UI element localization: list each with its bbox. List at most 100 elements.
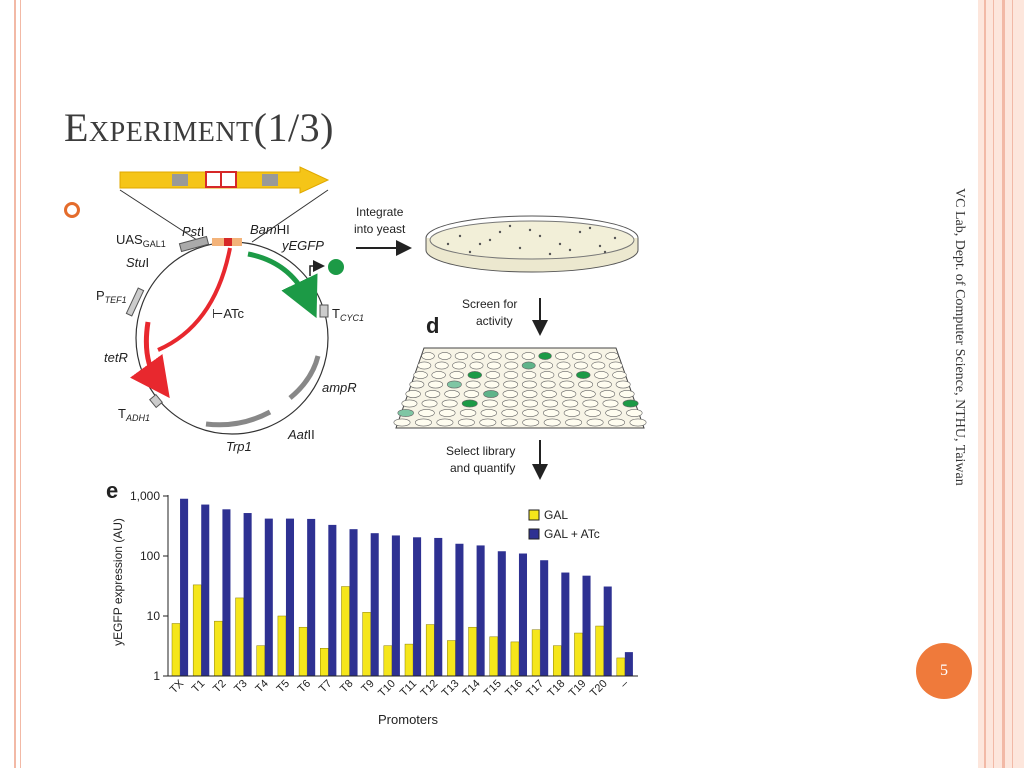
promoter-insert-diagram — [119, 166, 330, 243]
plate-well — [563, 409, 581, 417]
x-tick-label: T19 — [567, 678, 589, 700]
plate-well — [522, 409, 539, 417]
plate-well — [502, 399, 518, 408]
bar-gal — [447, 640, 456, 677]
svg-text:TADH1: TADH1 — [118, 406, 150, 423]
x-tick-label: T17 — [524, 678, 546, 700]
plate-well — [543, 418, 561, 427]
svg-text:UASGAL1: UASGAL1 — [116, 232, 166, 249]
label-aat: Aat — [287, 427, 309, 442]
plate-well — [417, 361, 432, 370]
plate-well — [502, 390, 518, 398]
y-tick-label: 1 — [153, 669, 160, 683]
plate-well — [626, 409, 643, 417]
plate-well — [573, 361, 588, 370]
plate-well — [463, 390, 480, 398]
petri-dish — [429, 220, 635, 260]
plate-well — [421, 352, 435, 360]
plate-well — [591, 361, 606, 370]
plate-well — [444, 390, 460, 398]
y-tick-label: 1,000 — [130, 489, 160, 503]
plate-well — [479, 418, 497, 427]
plate-well — [542, 399, 559, 408]
x-tick-label: TX — [168, 677, 187, 696]
plate-well — [588, 352, 602, 360]
integration-step: Integrate into yeast Screen for activity… — [354, 205, 639, 338]
bar-gal — [256, 645, 266, 677]
x-tick-label: T18 — [546, 678, 568, 700]
plate-well — [401, 399, 418, 408]
plate-well — [539, 371, 555, 379]
x-tick-label: T8 — [338, 678, 356, 696]
plate-well — [622, 399, 639, 408]
x-tick-label: T11 — [398, 678, 419, 699]
plate-well — [608, 361, 623, 370]
bar-gal-atc — [603, 586, 612, 676]
plate-well — [424, 390, 441, 398]
bar-gal — [320, 648, 329, 677]
label-tadh: T — [118, 406, 126, 421]
label-trp1: Trp1 — [226, 439, 252, 454]
bar-gal — [595, 625, 604, 677]
panel-d-label: d — [426, 313, 439, 338]
plate-well — [446, 380, 462, 389]
bar-gal — [489, 636, 499, 677]
bar-gal-atc — [540, 560, 549, 676]
bar-gal — [362, 612, 371, 677]
svg-text:PstI: PstI — [182, 224, 204, 239]
plate-well — [602, 399, 619, 408]
plate-well — [582, 399, 599, 408]
bar-gal-atc — [391, 535, 400, 676]
bar-gal-atc — [582, 575, 591, 676]
plate-well — [486, 361, 501, 370]
plate-well — [504, 361, 519, 370]
bar-gal-atc — [518, 553, 528, 676]
plate-well — [542, 409, 560, 417]
plate-well — [522, 399, 538, 408]
bar-gal — [510, 641, 520, 677]
label-bam: Bam — [250, 222, 277, 237]
bar-gal-atc — [264, 518, 273, 676]
plate-well — [612, 371, 627, 379]
bar-gal-atc — [307, 518, 316, 676]
plate-well — [438, 352, 452, 360]
x-tick-label: – — [618, 677, 631, 690]
bar-gal-atc — [476, 545, 485, 676]
x-tick-label: T5 — [275, 678, 293, 696]
plate-well — [501, 409, 518, 417]
bar-gal-atc — [497, 551, 506, 676]
plate-well — [578, 380, 594, 389]
plate-well — [584, 409, 601, 417]
plate-well — [434, 361, 449, 370]
bar-gal-atc — [413, 537, 422, 676]
right-band-line — [984, 0, 986, 768]
select-label-line2: and quantify — [450, 461, 515, 475]
bar-gal — [425, 624, 435, 677]
left-border-line-thin — [20, 0, 21, 768]
bar-gal-atc — [285, 518, 295, 676]
plate-well — [469, 361, 484, 370]
bar-chart: e yEGFP expression (AU) Promoters 110100… — [106, 478, 638, 727]
plate-well — [405, 390, 421, 398]
bar-gal-atc — [624, 652, 633, 676]
plasmid-diagram: UASGAL1 PstI BamHI yEGFP StuI PTEF1 ⊢ATc… — [96, 222, 364, 454]
plate-well — [559, 380, 575, 389]
plate-well — [594, 371, 609, 379]
chart-legend: GAL GAL + ATc — [528, 508, 600, 541]
x-axis-title: Promoters — [378, 712, 438, 727]
bar-gal — [341, 586, 350, 677]
bullet-icon — [64, 202, 80, 218]
plate-well — [485, 371, 501, 379]
x-tick-label: T9 — [359, 678, 377, 696]
svg-text:PTEF1: PTEF1 — [96, 288, 127, 305]
plate-well — [576, 371, 591, 379]
plate-well — [459, 409, 477, 417]
bar-gal — [298, 626, 308, 677]
plate-well — [480, 409, 498, 417]
x-tick-label: T13 — [440, 678, 462, 700]
slide-title: Experiment(1/3) — [64, 105, 334, 150]
plate-well — [467, 371, 482, 379]
bar-gal — [214, 620, 223, 677]
x-tick-label: T10 — [376, 678, 398, 700]
plate-well — [605, 409, 622, 417]
